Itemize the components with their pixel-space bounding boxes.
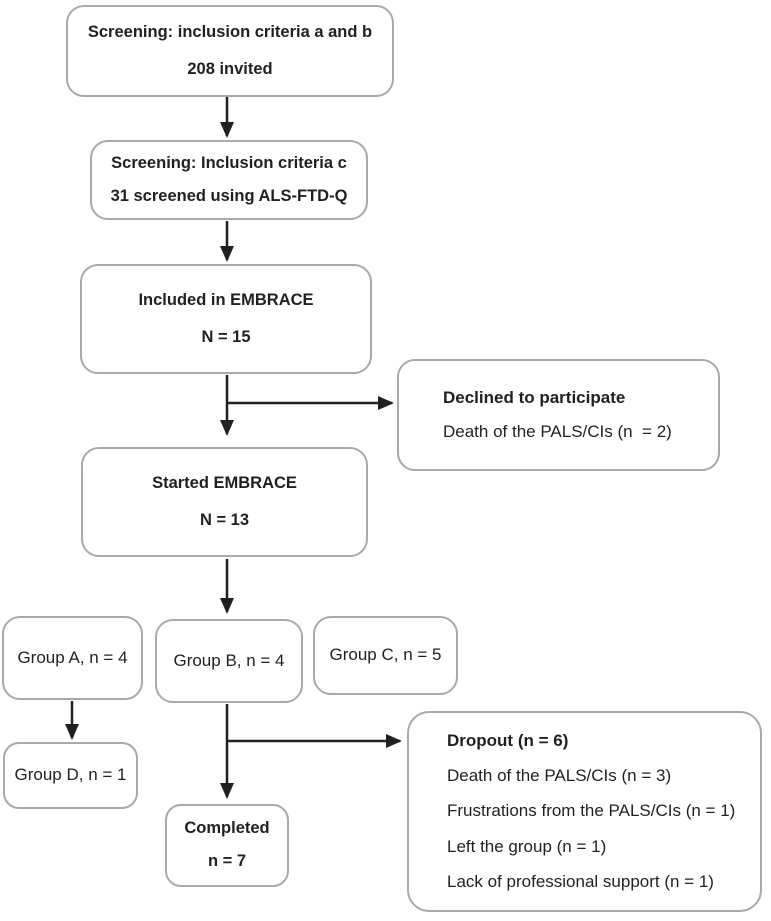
dropout-reason-frustrations: Frustrations from the PALS/CIs (n = 1) bbox=[447, 801, 736, 821]
screening-c-criteria-text: Screening: Inclusion criteria c bbox=[111, 153, 347, 172]
box-completed: Completed n = 7 bbox=[165, 804, 289, 887]
dropout-reason-left-group: Left the group (n = 1) bbox=[447, 836, 607, 856]
box-included-embrace: Included in EMBRACE N = 15 bbox=[80, 264, 372, 374]
included-count-text: N = 15 bbox=[201, 327, 251, 346]
group-c-label: Group C, n = 5 bbox=[329, 645, 442, 665]
dropout-reason-lack-support: Lack of professional support (n = 1) bbox=[447, 872, 714, 892]
box-group-a: Group A, n = 4 bbox=[2, 616, 143, 700]
group-d-label: Group D, n = 1 bbox=[14, 765, 127, 785]
box-group-d: Group D, n = 1 bbox=[3, 742, 138, 809]
group-a-label: Group A, n = 4 bbox=[17, 647, 128, 667]
box-screening-inclusion-c: Screening: Inclusion criteria c 31 scree… bbox=[90, 140, 368, 220]
declined-title-text: Declined to participate bbox=[443, 387, 626, 407]
started-title-text: Started EMBRACE bbox=[152, 473, 297, 492]
screening-ab-count-text: 208 invited bbox=[187, 59, 273, 78]
dropout-title-text: Dropout (n = 6) bbox=[447, 730, 569, 750]
started-count-text: N = 13 bbox=[199, 510, 250, 529]
group-b-label: Group B, n = 4 bbox=[173, 650, 285, 670]
screening-c-count-text: 31 screened using ALS-FTD-Q bbox=[110, 186, 348, 205]
box-screening-inclusion-ab: Screening: inclusion criteria a and b 20… bbox=[66, 5, 394, 97]
box-group-b: Group B, n = 4 bbox=[155, 619, 303, 703]
dropout-reason-death: Death of the PALS/CIs (n = 3) bbox=[447, 765, 672, 785]
box-dropout: Dropout (n = 6) Death of the PALS/CIs (n… bbox=[407, 711, 762, 912]
screening-ab-criteria-text: Screening: inclusion criteria a and b bbox=[87, 22, 373, 41]
completed-count-text: n = 7 bbox=[207, 852, 247, 870]
declined-reason-text: Death of the PALS/CIs (n = 2) bbox=[443, 422, 672, 441]
box-started-embrace: Started EMBRACE N = 13 bbox=[81, 447, 368, 557]
box-group-c: Group C, n = 5 bbox=[313, 616, 458, 695]
box-declined-to-participate: Declined to participate Death of the PAL… bbox=[397, 359, 720, 471]
completed-title-text: Completed bbox=[184, 819, 270, 838]
included-title-text: Included in EMBRACE bbox=[138, 290, 314, 309]
